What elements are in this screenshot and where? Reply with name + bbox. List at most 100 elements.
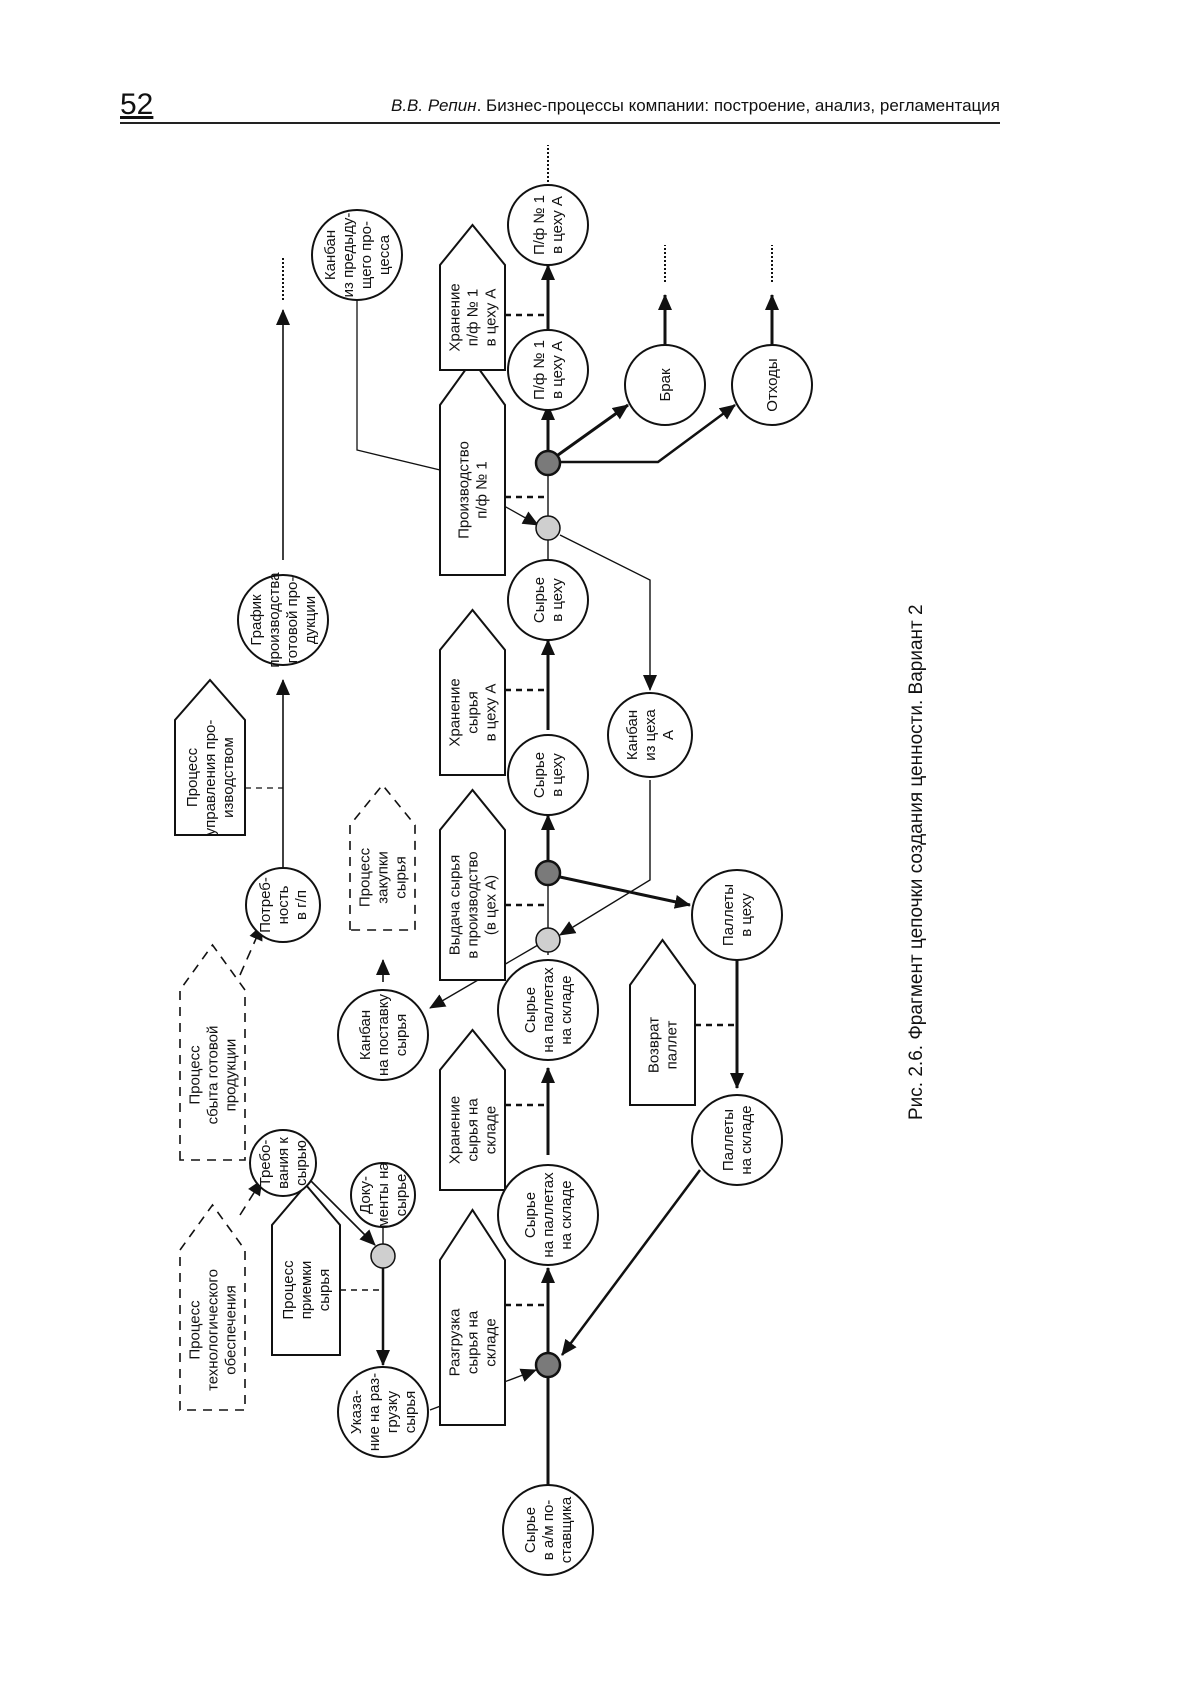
- process-unloading: [439, 1208, 506, 1426]
- node-demand: [245, 867, 321, 943]
- label-line: Сырье: [531, 752, 548, 798]
- process-purchasing: [349, 783, 416, 931]
- node-defect: [624, 344, 706, 426]
- label-line: в цеху А: [483, 684, 500, 742]
- label-line: изводством: [220, 737, 237, 818]
- label-line: сырье: [393, 1174, 410, 1217]
- label-line: Доку-: [357, 1176, 374, 1214]
- label-line: Производство: [456, 441, 473, 539]
- label-line: сырья: [402, 1391, 419, 1434]
- label-line: дукции: [302, 596, 319, 644]
- process-sales: [179, 943, 246, 1161]
- label-line: ность: [275, 885, 292, 924]
- label-line: в г/п: [293, 890, 310, 920]
- label-line: приемки: [298, 1261, 315, 1319]
- label-line: на складе: [558, 1180, 575, 1249]
- page-number: 52: [120, 88, 154, 121]
- label-line: Сырье: [531, 577, 548, 623]
- label-line: Канбан: [357, 1010, 374, 1060]
- label-line: График: [248, 594, 265, 646]
- label-line: складе: [483, 1106, 500, 1154]
- label-line: в цеху: [549, 578, 566, 622]
- label-line: на паллетах: [540, 1172, 557, 1258]
- label-line: на поставку: [375, 994, 392, 1077]
- label-line: менты на: [375, 1162, 392, 1228]
- node-documents: [350, 1162, 416, 1228]
- author: В.В. Репин: [390, 96, 477, 115]
- arrow-sales-to-demand: [239, 924, 263, 976]
- label-line: сырью: [293, 1140, 310, 1186]
- node-semifinished-1: [507, 329, 589, 411]
- junction: [370, 1243, 396, 1269]
- process-issue-to-production: [439, 788, 506, 981]
- label-line: управления про-: [202, 720, 219, 836]
- label-line: Сырье: [522, 987, 539, 1033]
- label-line: П/ф № 1: [531, 340, 548, 400]
- label-line: щего про-: [358, 221, 375, 289]
- label-line: закупки: [375, 851, 392, 904]
- label-line: в цеху А: [549, 196, 566, 254]
- label-line: готовой про-: [284, 577, 301, 664]
- label-line: на паллетах: [540, 967, 557, 1053]
- label-line: Потреб-: [257, 877, 274, 933]
- node-pallets-shop: [691, 869, 783, 961]
- label-line: сырья на: [465, 1310, 482, 1374]
- label-line: сырья на: [465, 1098, 482, 1162]
- process-production: [439, 358, 506, 576]
- junction: [534, 1351, 562, 1379]
- label-line: Отходы: [764, 358, 781, 411]
- label-line: Хранение: [447, 283, 464, 351]
- label-line: производства: [266, 572, 283, 668]
- label-line: сбыта готовой: [205, 1026, 222, 1125]
- running-title: В.В. Репин. Бизнес-процессы компании: по…: [391, 96, 1000, 116]
- label-line: Канбан: [624, 710, 641, 760]
- label-line: сырья: [393, 856, 410, 899]
- label-line: Паллеты: [720, 1109, 737, 1171]
- label-line: в производство: [465, 851, 482, 958]
- node-raw-shop-2: [507, 559, 589, 641]
- junction: [534, 449, 562, 477]
- node-kanban-previous: [311, 209, 403, 301]
- book-title: . Бизнес-процессы компании: построение, …: [476, 96, 1000, 115]
- label-line: в цеху А: [483, 289, 500, 347]
- label-line: обеспечения: [223, 1285, 240, 1375]
- node-kanban-supply: [337, 989, 429, 1081]
- label-line: грузку: [384, 1390, 401, 1433]
- label-line: продукции: [223, 1039, 240, 1112]
- process-acceptance: [271, 1183, 341, 1356]
- arrow-to-waste: [560, 403, 736, 464]
- arrow-kanban-shop-to-junction: [559, 780, 651, 936]
- label-line: А: [660, 730, 677, 740]
- node-schedule: [237, 574, 329, 666]
- arrow-to-kanban-shop: [559, 534, 657, 691]
- label-line: вания к: [275, 1137, 292, 1189]
- label-line: на складе: [558, 975, 575, 1044]
- label-line: из цеха: [642, 709, 659, 761]
- label-line: Канбан: [322, 230, 339, 280]
- label-line: Процесс: [187, 1045, 204, 1105]
- label-line: сырья: [393, 1014, 410, 1057]
- page-header: 52 В.В. Репин. Бизнес-процессы компании:…: [120, 88, 1000, 124]
- label-line: п/ф № 1: [465, 289, 482, 346]
- process-storage-shop: [439, 608, 506, 776]
- node-unload-order: [337, 1366, 429, 1458]
- node-raw-shop-1: [507, 734, 589, 816]
- label-line: Хранение: [447, 1096, 464, 1164]
- junction: [535, 927, 561, 953]
- process-tech-support: [179, 1203, 246, 1411]
- junction: [534, 859, 562, 887]
